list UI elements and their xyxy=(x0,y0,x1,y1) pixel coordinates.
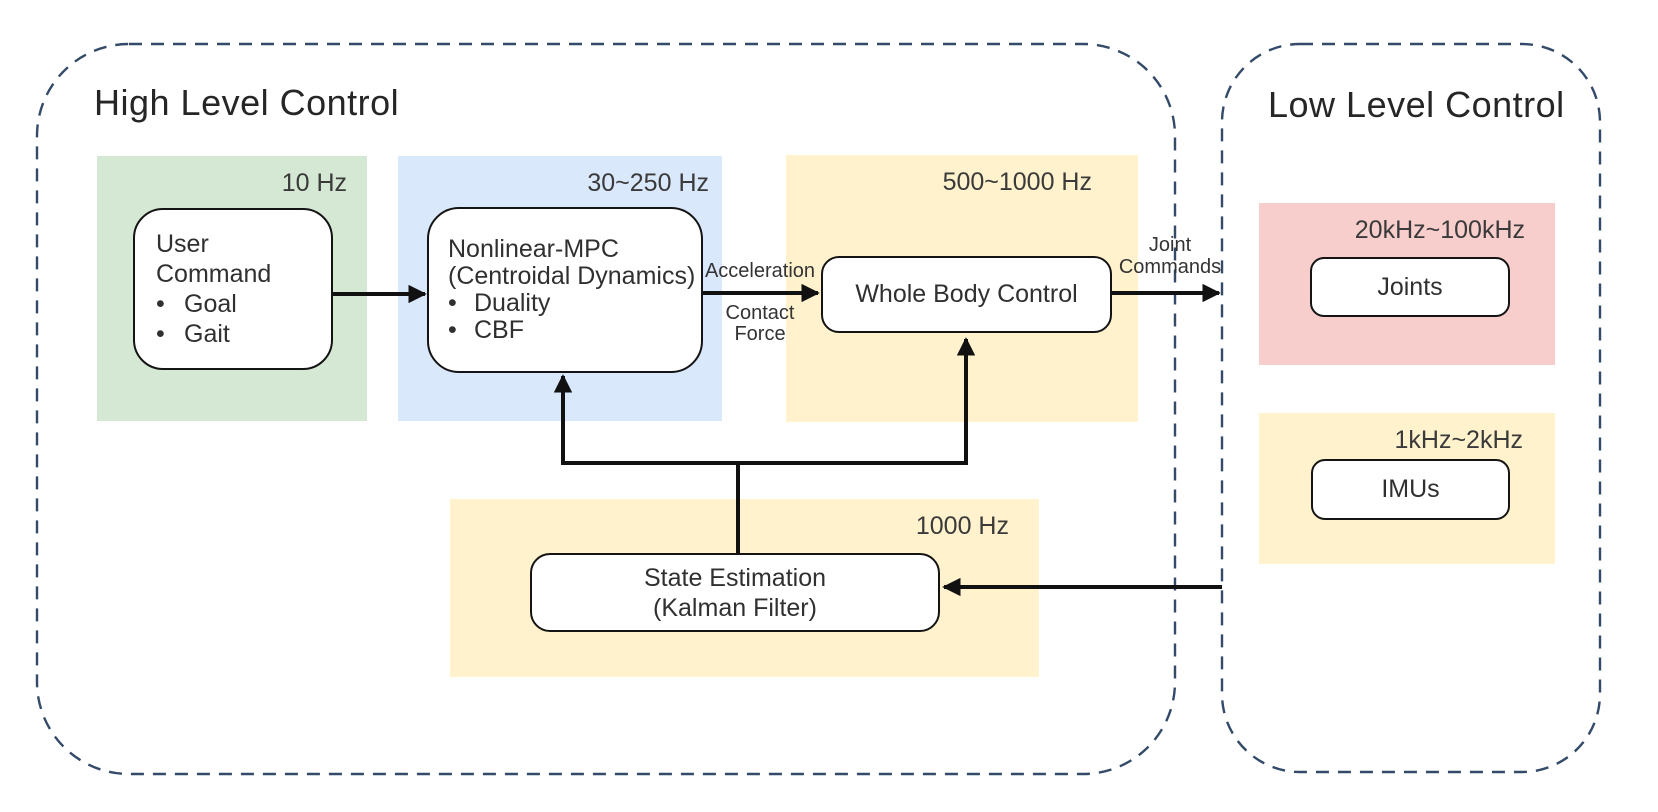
state-estimation-frequency: 1000 Hz xyxy=(915,512,1009,540)
mpc-name-line1: Nonlinear-MPC xyxy=(448,235,619,263)
state-estimation-label-line1: State Estimation xyxy=(643,563,827,592)
state-estimation-label-line2: (Kalman Filter) xyxy=(653,593,817,622)
bullet-label: Goal xyxy=(184,290,237,318)
bullet-label: Duality xyxy=(474,289,551,317)
acceleration-text: Acceleration xyxy=(704,260,816,282)
bullet-label: Gait xyxy=(184,320,230,348)
mpc-bullet-duality: • Duality xyxy=(448,290,701,317)
user-command-frequency: 10 Hz xyxy=(281,169,347,197)
joints-frequency: 20kHz~100kHz xyxy=(1354,216,1525,244)
acceleration-label: Acceleration xyxy=(685,261,835,282)
commands-text: Commands xyxy=(1118,256,1222,278)
contact-force-label: Contact Force xyxy=(700,303,820,345)
user-command-bullet-goal: • Goal xyxy=(156,289,331,319)
joints-box: Joints xyxy=(1310,257,1510,317)
imus-box: IMUs xyxy=(1311,459,1510,520)
bullet-icon: • xyxy=(156,290,165,318)
force-text: Force xyxy=(734,323,786,345)
user-command-bullet-gait: • Gait xyxy=(156,319,331,349)
mpc-frequency: 30~250 Hz xyxy=(587,169,709,197)
imus-frequency: 1kHz~2kHz xyxy=(1394,426,1523,454)
whole-body-control-box: Whole Body Control xyxy=(821,256,1112,333)
bullet-icon: • xyxy=(448,316,457,344)
imus-label: IMUs xyxy=(1381,475,1440,503)
whole-body-control-label: Whole Body Control xyxy=(855,280,1078,308)
joint-commands-label: Joint Commands xyxy=(1108,234,1232,278)
high-level-container xyxy=(35,42,1177,776)
high-level-title: High Level Control xyxy=(94,82,400,123)
mpc-bullet-cbf: • CBF xyxy=(448,317,701,344)
bullet-icon: • xyxy=(448,289,457,317)
low-level-title: Low Level Control xyxy=(1268,84,1565,125)
contact-text: Contact xyxy=(725,302,795,324)
joints-label: Joints xyxy=(1377,272,1443,301)
bullet-icon: • xyxy=(156,320,165,348)
user-command-box: User Command • Goal • Gait xyxy=(133,208,333,370)
mpc-box: Nonlinear-MPC (Centroidal Dynamics) • Du… xyxy=(427,207,703,373)
joint-text: Joint xyxy=(1148,234,1192,256)
state-estimation-box: State Estimation (Kalman Filter) xyxy=(530,553,940,632)
bullet-label: CBF xyxy=(474,316,524,344)
mpc-name-line2: (Centroidal Dynamics) xyxy=(448,262,696,290)
user-command-title: User Command xyxy=(156,230,272,288)
wbc-frequency: 500~1000 Hz xyxy=(942,168,1092,196)
low-level-container xyxy=(1220,42,1602,774)
